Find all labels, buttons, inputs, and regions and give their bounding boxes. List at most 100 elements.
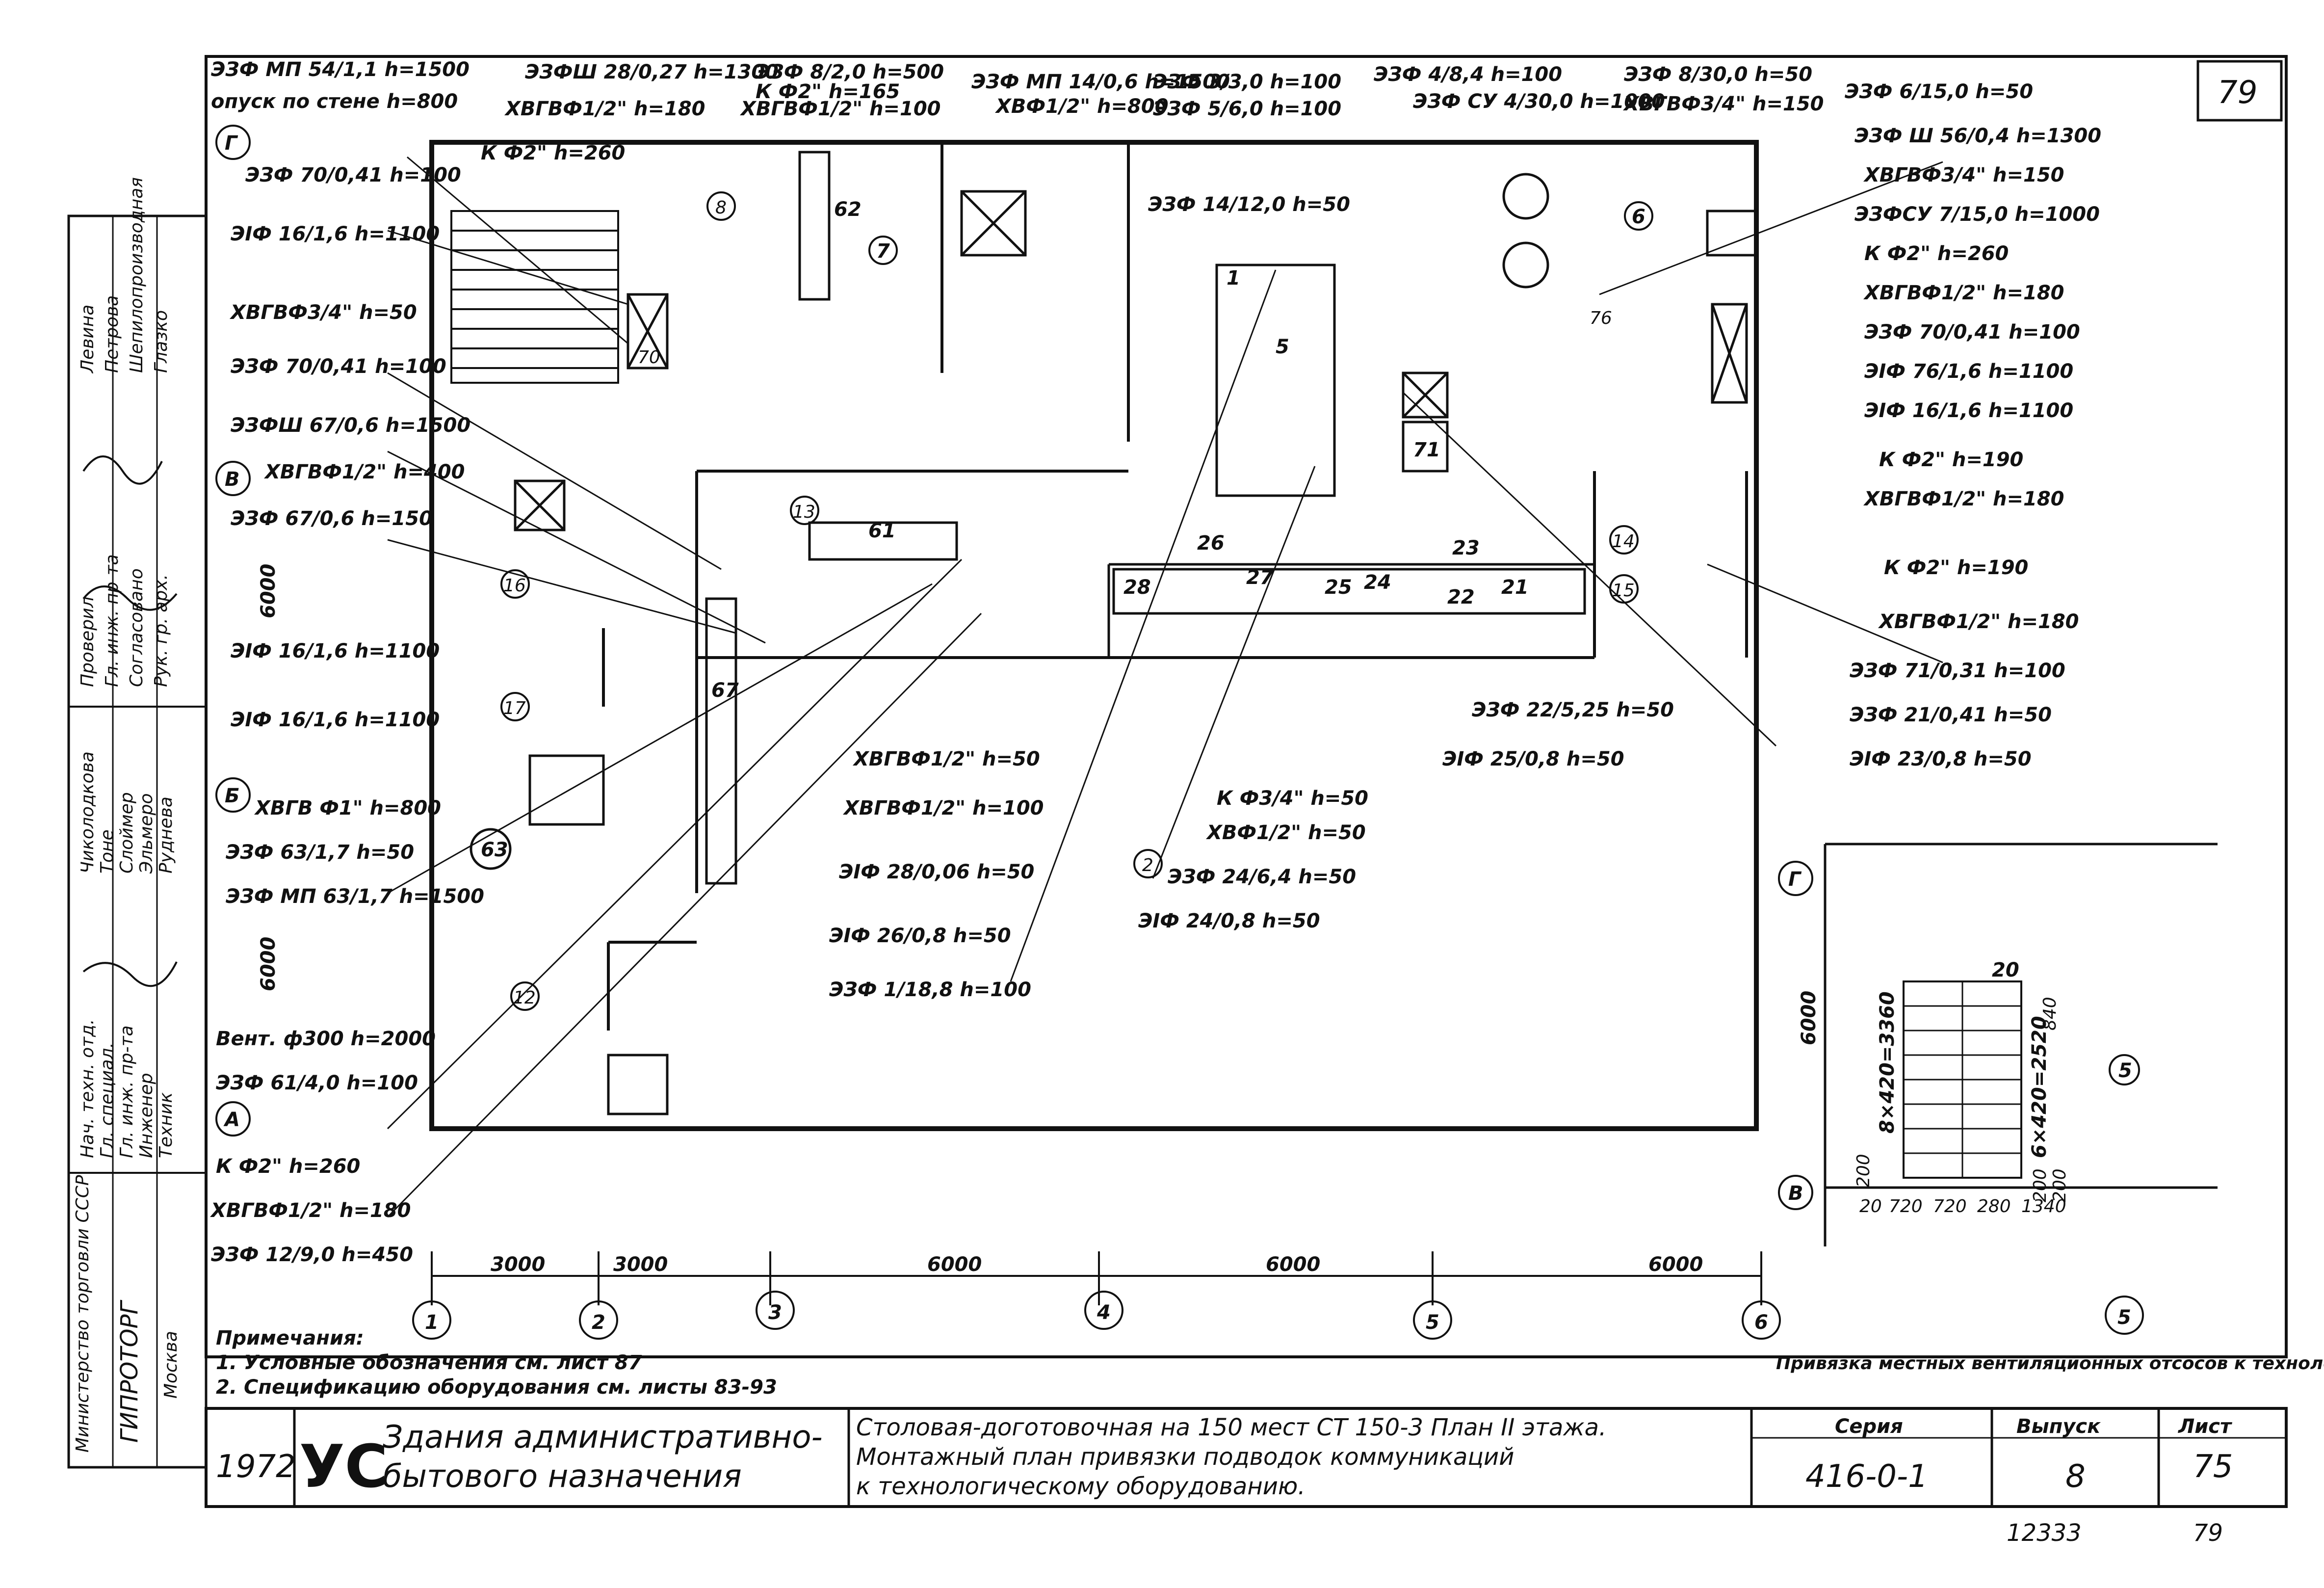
top-annotation: ХВГВФ1/2" h=100 <box>739 98 941 120</box>
row-marker: А <box>223 1109 240 1131</box>
equipment-label: 1 <box>1227 267 1240 290</box>
room-marker: 13 <box>793 502 815 522</box>
inset-axis-marker: В <box>1788 1182 1803 1205</box>
stamp-role: Техник <box>156 1092 176 1158</box>
equipment-label: 63 <box>481 839 508 861</box>
stamp-name-2: Шепилопроизводная <box>127 177 147 373</box>
stamp-role: Нач. техн. отд. <box>78 1019 98 1158</box>
inset-side-dim: 200 <box>2030 1168 2050 1202</box>
room-marker: 17 <box>503 698 526 718</box>
left-annotation: Вент. ф300 h=2000 <box>216 1028 436 1050</box>
equipment-label: 21 <box>1501 576 1529 599</box>
left-annotation: ХВГВФ1/2" h=180 <box>209 1199 411 1222</box>
row-marker: В <box>225 468 240 491</box>
center-annotation: ЭЗФ 22/5,25 h=50 <box>1472 699 1674 721</box>
column-axis: 3000 3000 6000 6000 6000 1 2 3 4 5 6 <box>412 1251 1781 1340</box>
left-annotation: К Ф2" h=260 <box>216 1155 360 1178</box>
stamp-role: Гл. специал. <box>97 1042 117 1158</box>
stamp-name-2: Левина <box>78 305 98 374</box>
room-marker: 14 <box>1612 531 1635 552</box>
room-markers: 7 6 13 14 15 16 17 12 8 2 <box>500 191 1653 1011</box>
notes-heading: Примечания: <box>216 1327 364 1350</box>
equipment-label: 71 <box>1413 439 1440 461</box>
axis-marker: 1 <box>425 1311 439 1334</box>
top-annotation-group: ЭЗФШ 28/0,27 h=1300 ХВГВФ1/2" h=180 ЭЗФ … <box>481 61 1824 216</box>
sheet-label: Лист <box>2178 1415 2233 1438</box>
stamp-name-2: Глазко <box>151 310 171 373</box>
axis-dimension: 6000 <box>1266 1253 1320 1276</box>
stamp-name: Чиколодкова <box>78 751 98 873</box>
equipment-label: 28 <box>1123 576 1151 599</box>
title-category: Здания административно- <box>383 1419 823 1456</box>
stamp-org: ГИПРОТОРГ <box>116 1299 143 1443</box>
right-annotation: ЭIФ 76/1,6 h=1100 <box>1864 360 2073 383</box>
left-annotation: опуск по стене h=800 <box>211 90 458 113</box>
stamp-role-2: Согласовано <box>127 568 147 687</box>
sheet-number-top: 79 <box>2218 75 2257 111</box>
inset-stair-label: 6×420=2520 <box>2028 1016 2051 1158</box>
top-annotation: К Ф2" h=165 <box>756 80 900 103</box>
axis-marker: 3 <box>768 1301 782 1324</box>
top-annotation: ЭЗФ МП 14/0,6 h=1500 <box>971 71 1230 93</box>
row-dimension: 6000 <box>257 564 280 618</box>
inset-axis-marker: Г <box>1788 868 1802 891</box>
axis-dimension: 6000 <box>927 1253 982 1276</box>
equipment-label: 76 <box>1590 308 1612 328</box>
room-marker: 7 <box>876 240 890 263</box>
title-category: бытового назначения <box>383 1458 742 1495</box>
inset-caption: Привязка местных вентиляционных отсосов … <box>1776 1353 2324 1374</box>
center-annotation: ЭIФ 24/0,8 h=50 <box>1138 910 1320 932</box>
top-annotation: ХВГВФ3/4" h=150 <box>1622 93 1824 115</box>
equipment-label: 22 <box>1447 586 1475 609</box>
top-annotation: ЭЗФ СУ 4/30,0 h=1000 <box>1413 90 1665 113</box>
leader-lines <box>387 156 1943 1218</box>
left-annotation: ЭЗФ 61/4,0 h=100 <box>216 1072 418 1094</box>
stamp-role-2: Рук. гр. арх. <box>151 574 171 687</box>
top-annotation: ХВФ1/2" h=800 <box>994 95 1169 118</box>
center-annotation: ЭЗФ 1/18,8 h=100 <box>829 979 1031 1001</box>
stamp-org: Министерство торговли СССР <box>73 1175 93 1453</box>
center-annotation: ХВГВФ1/2" h=100 <box>842 797 1044 820</box>
left-annotation: ЭЗФ 12/9,0 h=450 <box>211 1244 413 1266</box>
equipment-label: 25 <box>1325 576 1352 599</box>
left-annotation: ЭIФ 16/1,6 h=1100 <box>231 223 440 245</box>
equipment-label: 5 <box>1276 336 1289 358</box>
title-series-code: УС <box>299 1433 388 1501</box>
left-annotation: ХВГВФ1/2" h=400 <box>263 461 465 483</box>
left-annotation-group: ЭЗФ МП 54/1,1 h=1500 опуск по стене h=80… <box>209 58 484 1266</box>
title-block: 1972 УС Здания административно- бытового… <box>205 1407 2288 1508</box>
inset-axis-marker: 5 <box>2118 1059 2132 1082</box>
inventory-number: 12333 <box>2007 1519 2082 1547</box>
axis-marker: 6 <box>1754 1311 1768 1334</box>
left-annotation: ЭIФ 16/1,6 h=1100 <box>231 640 440 662</box>
equipment-label: 24 <box>1364 571 1391 594</box>
note-line: 1. Условные обозначения см. лист 87 <box>216 1351 642 1374</box>
title-line: Столовая-доготовочная на 150 мест СТ 150… <box>856 1414 1606 1441</box>
stamp-name: Эльмеро <box>136 793 157 874</box>
stamp-name-2: Петрова <box>102 295 122 373</box>
inset-height-dimension: 6000 <box>1798 991 1820 1045</box>
row-dimension: 6000 <box>257 937 280 991</box>
right-annotation: ЭIФ 16/1,6 h=1100 <box>1864 399 2073 422</box>
right-annotation: ЭЗФ 21/0,41 h=50 <box>1850 704 2052 726</box>
axis-dimension: 6000 <box>1648 1253 1703 1276</box>
stamp-name: Руднева <box>156 796 176 873</box>
inset-axis-marker: 5 <box>2117 1306 2131 1329</box>
top-annotation: ЭЗФ 8/2,0 h=500 <box>756 61 944 83</box>
left-annotation: ЭЗФ 70/0,41 h=100 <box>245 164 461 186</box>
center-annotation: ЭIФ 25/0,8 h=50 <box>1442 748 1624 770</box>
center-annotation: ЭЗФ 24/6,4 h=50 <box>1168 866 1356 888</box>
equipment-label: 26 <box>1197 532 1225 555</box>
row-marker: Б <box>225 785 240 807</box>
notes-block: Примечания: 1. Условные обозначения см. … <box>216 1327 777 1399</box>
equipment-label: 62 <box>834 198 862 221</box>
sheet-value: 75 <box>2193 1449 2233 1485</box>
right-annotation: К Ф2" h=190 <box>1879 449 2023 471</box>
equipment-numbers: 61 62 63 67 71 21 22 23 24 25 26 27 28 1… <box>481 198 1612 861</box>
equipment-label: 23 <box>1452 537 1480 559</box>
left-annotation: ХВГВФ3/4" h=50 <box>229 301 417 324</box>
equipment-label: 61 <box>868 520 896 542</box>
stamp-role-2: Проверил <box>78 596 98 687</box>
inset-bottom-dim: 20 <box>1859 1196 1882 1217</box>
signature <box>82 455 178 987</box>
